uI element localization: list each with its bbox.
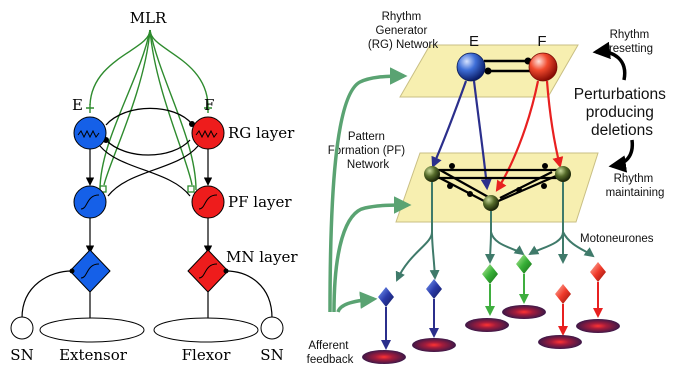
mn-neuron-extensor: [69, 249, 111, 293]
sn-label-left: SN: [10, 346, 33, 364]
pf-neuron-flexor: [191, 185, 225, 219]
sn-afferent-right-dot: [223, 268, 229, 274]
mn-red-1: [555, 284, 571, 304]
e-label-left: E: [72, 96, 83, 114]
pf-network-title: Pattern Formation (PF) Network: [328, 131, 409, 171]
extensor-muscle: [39, 317, 145, 343]
muscle-navy-2: [412, 338, 456, 352]
mn-layer-label: MN layer: [226, 248, 298, 266]
flexor-muscle: [153, 317, 259, 343]
proj-e-to-pf-left: [431, 80, 468, 169]
pf-internal-connections: [435, 168, 558, 204]
f-label-right: F: [537, 33, 546, 50]
mlr-label: MLR: [130, 9, 167, 27]
pf-synapse-dots: [447, 163, 548, 197]
rg-network-title: Rhythm Generator (RG) Network: [368, 11, 439, 51]
mn-neuron-flexor: [187, 249, 229, 293]
flexor-label: Flexor: [182, 346, 232, 364]
rg-ef-link-bottom-dot: [484, 67, 492, 75]
perturbations-label: Perturbations producing deletions: [574, 86, 671, 139]
e-label-right: E: [469, 33, 479, 50]
right-diagram: Rhythm Generator (RG) Network E F Rhythm…: [307, 11, 671, 366]
sn-circle-left: [10, 316, 34, 340]
pf-network-plane: [395, 152, 599, 223]
muscle-green-1: [465, 318, 509, 332]
afferent-feedback-label: Afferent feedback: [307, 340, 354, 366]
pf-neuron-extensor: [73, 185, 107, 219]
mn-green-2: [516, 254, 532, 274]
rhythm-maintaining-arrow: [608, 139, 635, 173]
muscle-navy-1: [362, 350, 406, 364]
mlr-terminal-right: [204, 104, 212, 113]
proj-f-to-pf-center: [495, 80, 540, 192]
mlr-terminal-left: [86, 104, 94, 113]
motoneurones-label: Motoneurones: [580, 233, 654, 245]
rhythm-resetting-arrow: [592, 41, 627, 81]
muscle-green-2: [502, 305, 546, 319]
rg-layer-label: RG layer: [228, 124, 295, 142]
f-label-left: F: [204, 96, 214, 114]
left-diagram: MLR E F RG la: [10, 9, 298, 364]
proj-e-to-pf-center: [472, 80, 492, 191]
mn-navy-1: [378, 287, 394, 307]
mn-navy-2: [426, 279, 442, 299]
pf-neuron-right: [555, 166, 571, 182]
rg-neuron-flexor: [191, 116, 225, 150]
sn-circle-right: [260, 316, 284, 340]
mlr-terminal-pf-right: [187, 185, 195, 193]
proj-f-to-pf-right: [545, 80, 564, 169]
muscle-red-1: [538, 335, 582, 349]
rg-e-neuron: [456, 52, 486, 82]
pf-neuron-center: [483, 195, 499, 211]
sn-afferent-left-dot: [69, 268, 75, 274]
mlr-fibers: [89, 29, 209, 191]
muscle-red-2: [576, 319, 620, 333]
rg-inhibition-arc-top: [105, 107, 193, 126]
rg-neuron-extensor: [73, 116, 107, 150]
rhythm-maintaining-label: Rhythm maintaining: [606, 173, 665, 199]
pf-to-mn-branches: [395, 182, 595, 282]
afferent-feedback-lines: [328, 67, 412, 313]
pf-neuron-left: [424, 166, 440, 182]
sn-label-right: SN: [260, 346, 283, 364]
rg-inhibition-arc-bottom: [105, 139, 191, 156]
mn-green-1: [482, 264, 498, 284]
cross-rg-f-to-pf-e: [107, 145, 199, 197]
mn-red-2: [590, 262, 606, 282]
extensor-label: Extensor: [59, 346, 128, 364]
rhythm-resetting-label: Rhythm resetting: [609, 29, 653, 55]
sn-afferent-right: [225, 270, 273, 319]
cross-rg-e-to-pf-f: [99, 145, 191, 197]
sn-afferent-left: [21, 270, 73, 319]
rg-f-neuron: [528, 52, 558, 82]
pf-layer-label: PF layer: [228, 193, 292, 211]
